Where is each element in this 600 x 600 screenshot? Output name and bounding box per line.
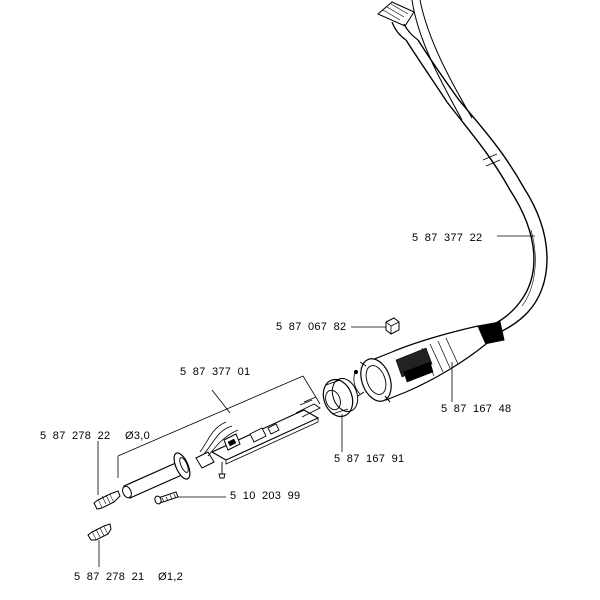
heater-bracket — [117, 375, 321, 478]
label-heater-assembly: 5 87 377 01 — [180, 366, 251, 378]
heater-assembly — [122, 396, 321, 499]
label-cable: 5 87 377 22 — [412, 232, 483, 244]
label-plug: 5 87 067 82 — [276, 321, 347, 333]
label-tip-small: 5 87 278 21 — [74, 571, 145, 583]
label-tip-large: 5 87 278 22 — [40, 430, 111, 442]
cable-connector — [377, 1, 419, 41]
label-locking-ring: 5 87 167 91 — [334, 453, 405, 465]
locking-ring — [322, 369, 359, 418]
tip-large — [93, 490, 121, 510]
label-handle: 5 87 167 48 — [441, 403, 512, 415]
leader-heater — [211, 389, 231, 414]
label-tip-small-diameter: Ø1,2 — [158, 571, 184, 583]
plug — [385, 317, 400, 335]
label-screw: 5 10 203 99 — [230, 490, 301, 502]
screw — [154, 491, 179, 505]
cable — [377, 0, 548, 345]
label-tip-large-diameter: Ø3,0 — [125, 430, 151, 442]
handle — [353, 325, 487, 403]
tip-small — [87, 523, 112, 541]
